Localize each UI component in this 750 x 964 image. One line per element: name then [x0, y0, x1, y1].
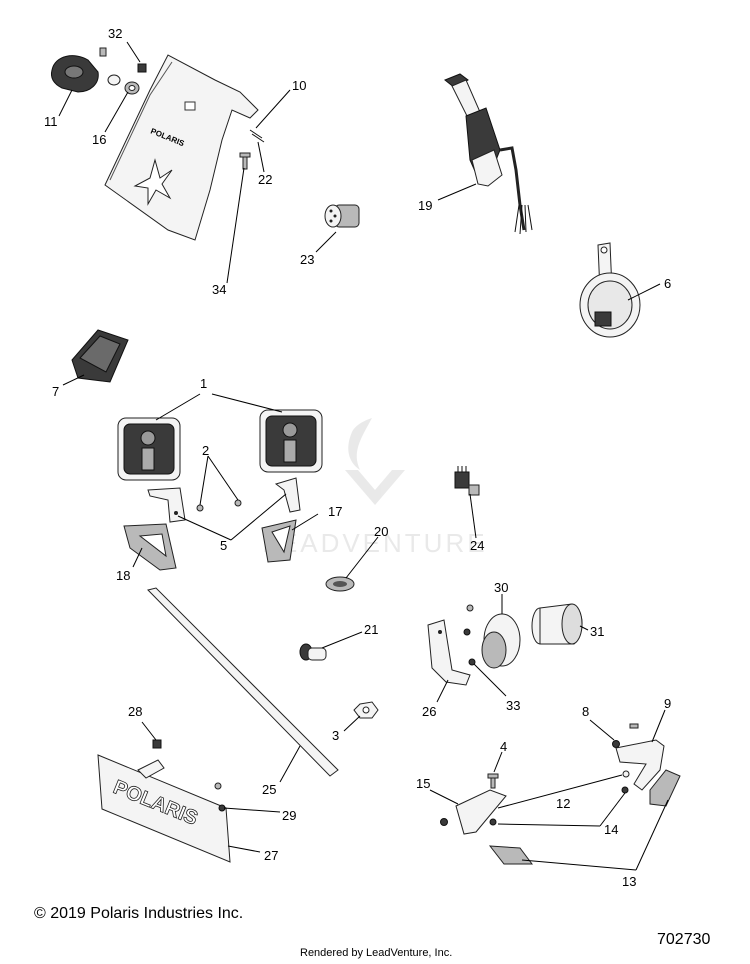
callout-21: 21 [364, 622, 378, 637]
part-22-spring [249, 129, 265, 143]
callout-4: 4 [500, 739, 507, 754]
callout-31: 31 [590, 624, 604, 639]
callout-15: 15 [416, 776, 430, 791]
callout-7: 7 [52, 384, 59, 399]
callout-12: 12 [556, 796, 570, 811]
leader-lines [58, 41, 669, 871]
callout-6: 6 [664, 276, 671, 291]
part-29-nut [214, 782, 226, 812]
part-20-grommet [325, 576, 355, 592]
part-1-mirror-right [259, 409, 323, 473]
part-14-nut [489, 786, 629, 826]
part-10-mounting-plate: POLARIS [104, 54, 259, 241]
part-17-reflector-right [261, 519, 297, 563]
callout-2: 2 [202, 443, 209, 458]
part-6-horn [579, 242, 641, 338]
part-11-switch-cap [51, 55, 99, 93]
callout-33: 33 [506, 698, 520, 713]
rendered-by-credit: Rendered by LeadVenture, Inc. [300, 947, 453, 959]
part-13-marker-lights [488, 769, 681, 865]
part-34-screw [239, 152, 251, 170]
part-1-mirror-left [117, 417, 181, 481]
callout-1: 1 [200, 376, 207, 391]
part-26-light-bracket [427, 619, 471, 686]
leadventure-watermark: LEADVENTURE [262, 418, 485, 558]
part-2-fasteners [196, 499, 242, 512]
callout-labels: 32 10 11 16 22 34 23 19 6 7 1 2 5 17 18 … [44, 26, 671, 889]
callout-27: 27 [264, 848, 278, 863]
callout-3: 3 [332, 728, 339, 743]
callout-18: 18 [116, 568, 130, 583]
part-25-trim-strip [147, 587, 339, 777]
part-31-light-ring [531, 603, 583, 645]
part-27-license-plate: POLARIS [97, 754, 231, 863]
callout-25: 25 [262, 782, 276, 797]
part-12-washer [622, 770, 630, 778]
part-32-screw [99, 47, 147, 73]
part-7-rocker-switch [71, 329, 129, 383]
callout-34: 34 [212, 282, 226, 297]
part-5-bracket-left [147, 487, 186, 523]
part-15-bracket [440, 789, 507, 835]
part-3-nut [353, 701, 379, 719]
part-4-screw [487, 773, 499, 789]
callout-22: 22 [258, 172, 272, 187]
part-30-work-light [463, 604, 521, 669]
callout-9: 9 [664, 696, 671, 711]
callout-11: 11 [44, 114, 58, 129]
part-5-bracket-right [274, 477, 301, 513]
copyright-notice: © 2019 Polaris Industries Inc. [34, 905, 244, 922]
part-16-washer [107, 74, 140, 95]
part-21-bulb-socket [299, 643, 327, 661]
part-9-bracket [615, 739, 665, 791]
callout-13: 13 [622, 874, 636, 889]
callout-26: 26 [422, 704, 436, 719]
diagram-number: 702730 [657, 931, 711, 948]
callout-32: 32 [108, 26, 122, 41]
part-24-switch-sensor [454, 466, 480, 496]
callout-30: 30 [494, 580, 508, 595]
callout-16: 16 [92, 132, 106, 147]
part-33-fasteners [468, 658, 476, 666]
part-28-screw [137, 739, 165, 779]
callout-19: 19 [418, 198, 432, 213]
callout-5: 5 [220, 538, 227, 553]
callout-29: 29 [282, 808, 296, 823]
callout-10: 10 [292, 78, 306, 93]
callout-17: 17 [328, 504, 342, 519]
callout-24: 24 [470, 538, 484, 553]
part-19-stalk-switch [444, 73, 533, 235]
callout-23: 23 [300, 252, 314, 267]
callout-14: 14 [604, 822, 618, 837]
callout-8: 8 [582, 704, 589, 719]
part-18-reflector-left [123, 523, 177, 571]
part-23-connector [324, 204, 360, 228]
callout-28: 28 [128, 704, 142, 719]
callout-20: 20 [374, 524, 388, 539]
